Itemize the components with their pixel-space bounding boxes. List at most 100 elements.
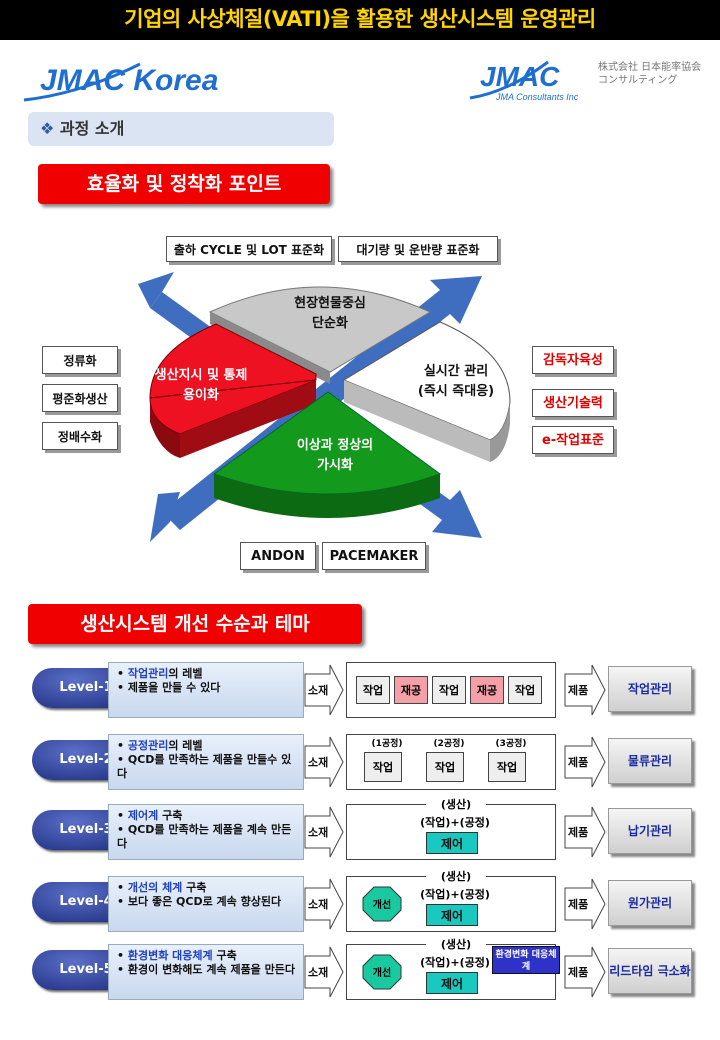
bottom-tag-andon: ANDON (240, 542, 316, 570)
control-box: 제어 (426, 904, 478, 926)
process-cell: 재공 (394, 676, 428, 704)
jmac-korea-logo: JMAC Korea (20, 56, 280, 106)
improvement-label: 개선 (372, 900, 392, 911)
left-brand-text: JMAC Korea (40, 64, 218, 97)
efficiency-pie-diagram (138, 272, 511, 542)
quadrant-left-label: 생산지시 및 통제 용이화 (136, 366, 266, 406)
improvement-octagon-icon (362, 886, 402, 922)
left-tag-3: 정배수화 (42, 422, 118, 450)
quadrant-bottom-line1: 이상과 정상의 (296, 438, 374, 453)
level-description: • 개선의 체계 구축• 보다 좋은 QCD로 계속 향상된다 (108, 876, 304, 932)
output-arrow-icon (564, 946, 606, 998)
top-tag-waiting-transport: 대기량 및 운반량 표준화 (338, 236, 498, 262)
output-label: 제품 (568, 756, 589, 769)
description-line: • 제어계 구축 (117, 809, 183, 822)
output-label: 제품 (568, 966, 589, 979)
process-step-label: (3공정) (495, 739, 527, 749)
description-line: • 환경변화 대응체계 구축 (117, 949, 237, 962)
quadrant-left-line2: 용이화 (183, 388, 219, 403)
output-arrow-icon (564, 736, 606, 788)
formula-text: (작업)+(공정) (420, 888, 490, 901)
level-description: • 작업관리의 레벨• 제품을 만들 수 있다 (108, 662, 304, 718)
input-arrow-icon (304, 946, 344, 998)
process-step-label: (2공정) (433, 739, 465, 749)
formula-text: (작업)+(공정) (420, 816, 490, 829)
production-group-label: (생산) (426, 868, 486, 884)
control-box: 제어 (426, 972, 478, 994)
improvement-label: 개선 (372, 968, 392, 979)
output-label: 제품 (568, 684, 589, 697)
input-label: 소재 (308, 684, 329, 697)
control-box: 제어 (426, 832, 478, 854)
arrow-top-left (138, 272, 174, 308)
process-cell: 작업 (508, 676, 542, 704)
quadrant-top-line2: 단순화 (312, 316, 348, 331)
process-cell: 재공 (470, 676, 504, 704)
input-label: 소재 (308, 826, 329, 839)
level-description: • 공정관리의 레벨• QCD를 만족하는 제품을 만들수 있다 (108, 734, 304, 790)
wedge-right (342, 321, 511, 441)
input-label: 소재 (308, 898, 329, 911)
quadrant-bottom-line2: 가시화 (317, 458, 353, 473)
bottom-tag-pacemaker: PACEMAKER (322, 542, 426, 570)
level-description: • 제어계 구축• QCD를 만족하는 제품을 계속 만든다 (108, 804, 304, 860)
input-arrow-icon (304, 736, 344, 788)
description-line: • 개선의 체계 구축 (117, 881, 207, 894)
description-line: • 환경이 변화해도 계속 제품을 만든다 (117, 963, 295, 976)
jmac-logo: JMAC JMA Consultants Inc 株式会社 日本能率協会 コンサ… (468, 56, 718, 106)
description-line: • QCD를 만족하는 제품을 만들수 있다 (117, 753, 292, 780)
right-tag-2: 생산기술력 (532, 389, 614, 417)
quadrant-right-line2: (즉시 즉대응) (417, 384, 495, 399)
quadrant-right-label: 실시간 관리 (즉시 즉대응) (396, 362, 516, 402)
input-label: 소재 (308, 966, 329, 979)
svg-text:コンサルティング: コンサルティング (598, 73, 677, 86)
quadrant-right-line1: 실시간 관리 (423, 364, 489, 379)
description-line: • 공정관리의 레벨 (117, 739, 203, 752)
left-tag-2: 평준화생산 (42, 384, 118, 412)
production-group-label: (생산) (426, 936, 486, 952)
formula-text: (작업)+(공정) (420, 956, 490, 969)
part2-title: 생산시스템 개선 수순과 테마 (28, 604, 362, 644)
input-arrow-icon (304, 878, 344, 930)
process-cell: 작업 (432, 676, 466, 704)
description-line: • 보다 좋은 QCD로 계속 향상된다 (117, 895, 282, 908)
process-step-label: (1공정) (371, 739, 403, 749)
section-header: ❖ 과정 소개 (28, 112, 334, 146)
description-line: • 제품을 만들 수 있다 (117, 681, 221, 694)
right-tag-1: 감독자육성 (532, 346, 614, 374)
left-tag-1: 정류화 (42, 346, 118, 374)
process-cell: 작업 (488, 752, 526, 782)
svg-text:JMAC: JMAC (480, 61, 560, 92)
section-title: 과정 소개 (59, 119, 125, 138)
top-tag-cycle-lot: 출하 CYCLE 및 LOT 표준화 (166, 236, 332, 262)
quadrant-bottom-label: 이상과 정상의 가시화 (270, 436, 400, 476)
right-tag-3: e-작업표준 (532, 426, 614, 454)
svg-text:株式会社 日本能率協会: 株式会社 日本能率協会 (598, 60, 701, 73)
diamond-bullet-icon: ❖ (40, 119, 55, 138)
part1-title: 효율화 및 정착화 포인트 (38, 164, 330, 204)
result-box: 물류관리 (608, 738, 692, 784)
result-box: 원가관리 (608, 880, 692, 926)
output-label: 제품 (568, 826, 589, 839)
description-line: • 작업관리의 레벨 (117, 667, 203, 680)
output-arrow-icon (564, 806, 606, 858)
production-group-label: (생산) (426, 796, 486, 812)
improvement-octagon-icon (362, 954, 402, 990)
process-cell: 작업 (356, 676, 390, 704)
level-description: • 환경변화 대응체계 구축• 환경이 변화해도 계속 제품을 만든다 (108, 944, 304, 1000)
quadrant-left-line1: 생산지시 및 통제 (154, 368, 248, 383)
input-label: 소재 (308, 756, 329, 769)
result-box: 작업관리 (608, 666, 692, 712)
result-box: 납기관리 (608, 808, 692, 854)
quadrant-top-label: 현장현물중심 단순화 (260, 294, 400, 334)
output-arrow-icon (564, 878, 606, 930)
environment-response-box: 환경변화 대응체계 (492, 946, 560, 974)
wedge-top (208, 286, 432, 373)
output-arrow-icon (564, 664, 606, 716)
process-cell: 작업 (364, 752, 402, 782)
result-box: 리드타임 극소화 (608, 948, 692, 994)
input-arrow-icon (304, 664, 344, 716)
output-label: 제품 (568, 898, 589, 911)
page-title: 기업의 사상체질(VATI)을 활용한 생산시스템 운영관리 (0, 0, 720, 40)
input-arrow-icon (304, 806, 344, 858)
